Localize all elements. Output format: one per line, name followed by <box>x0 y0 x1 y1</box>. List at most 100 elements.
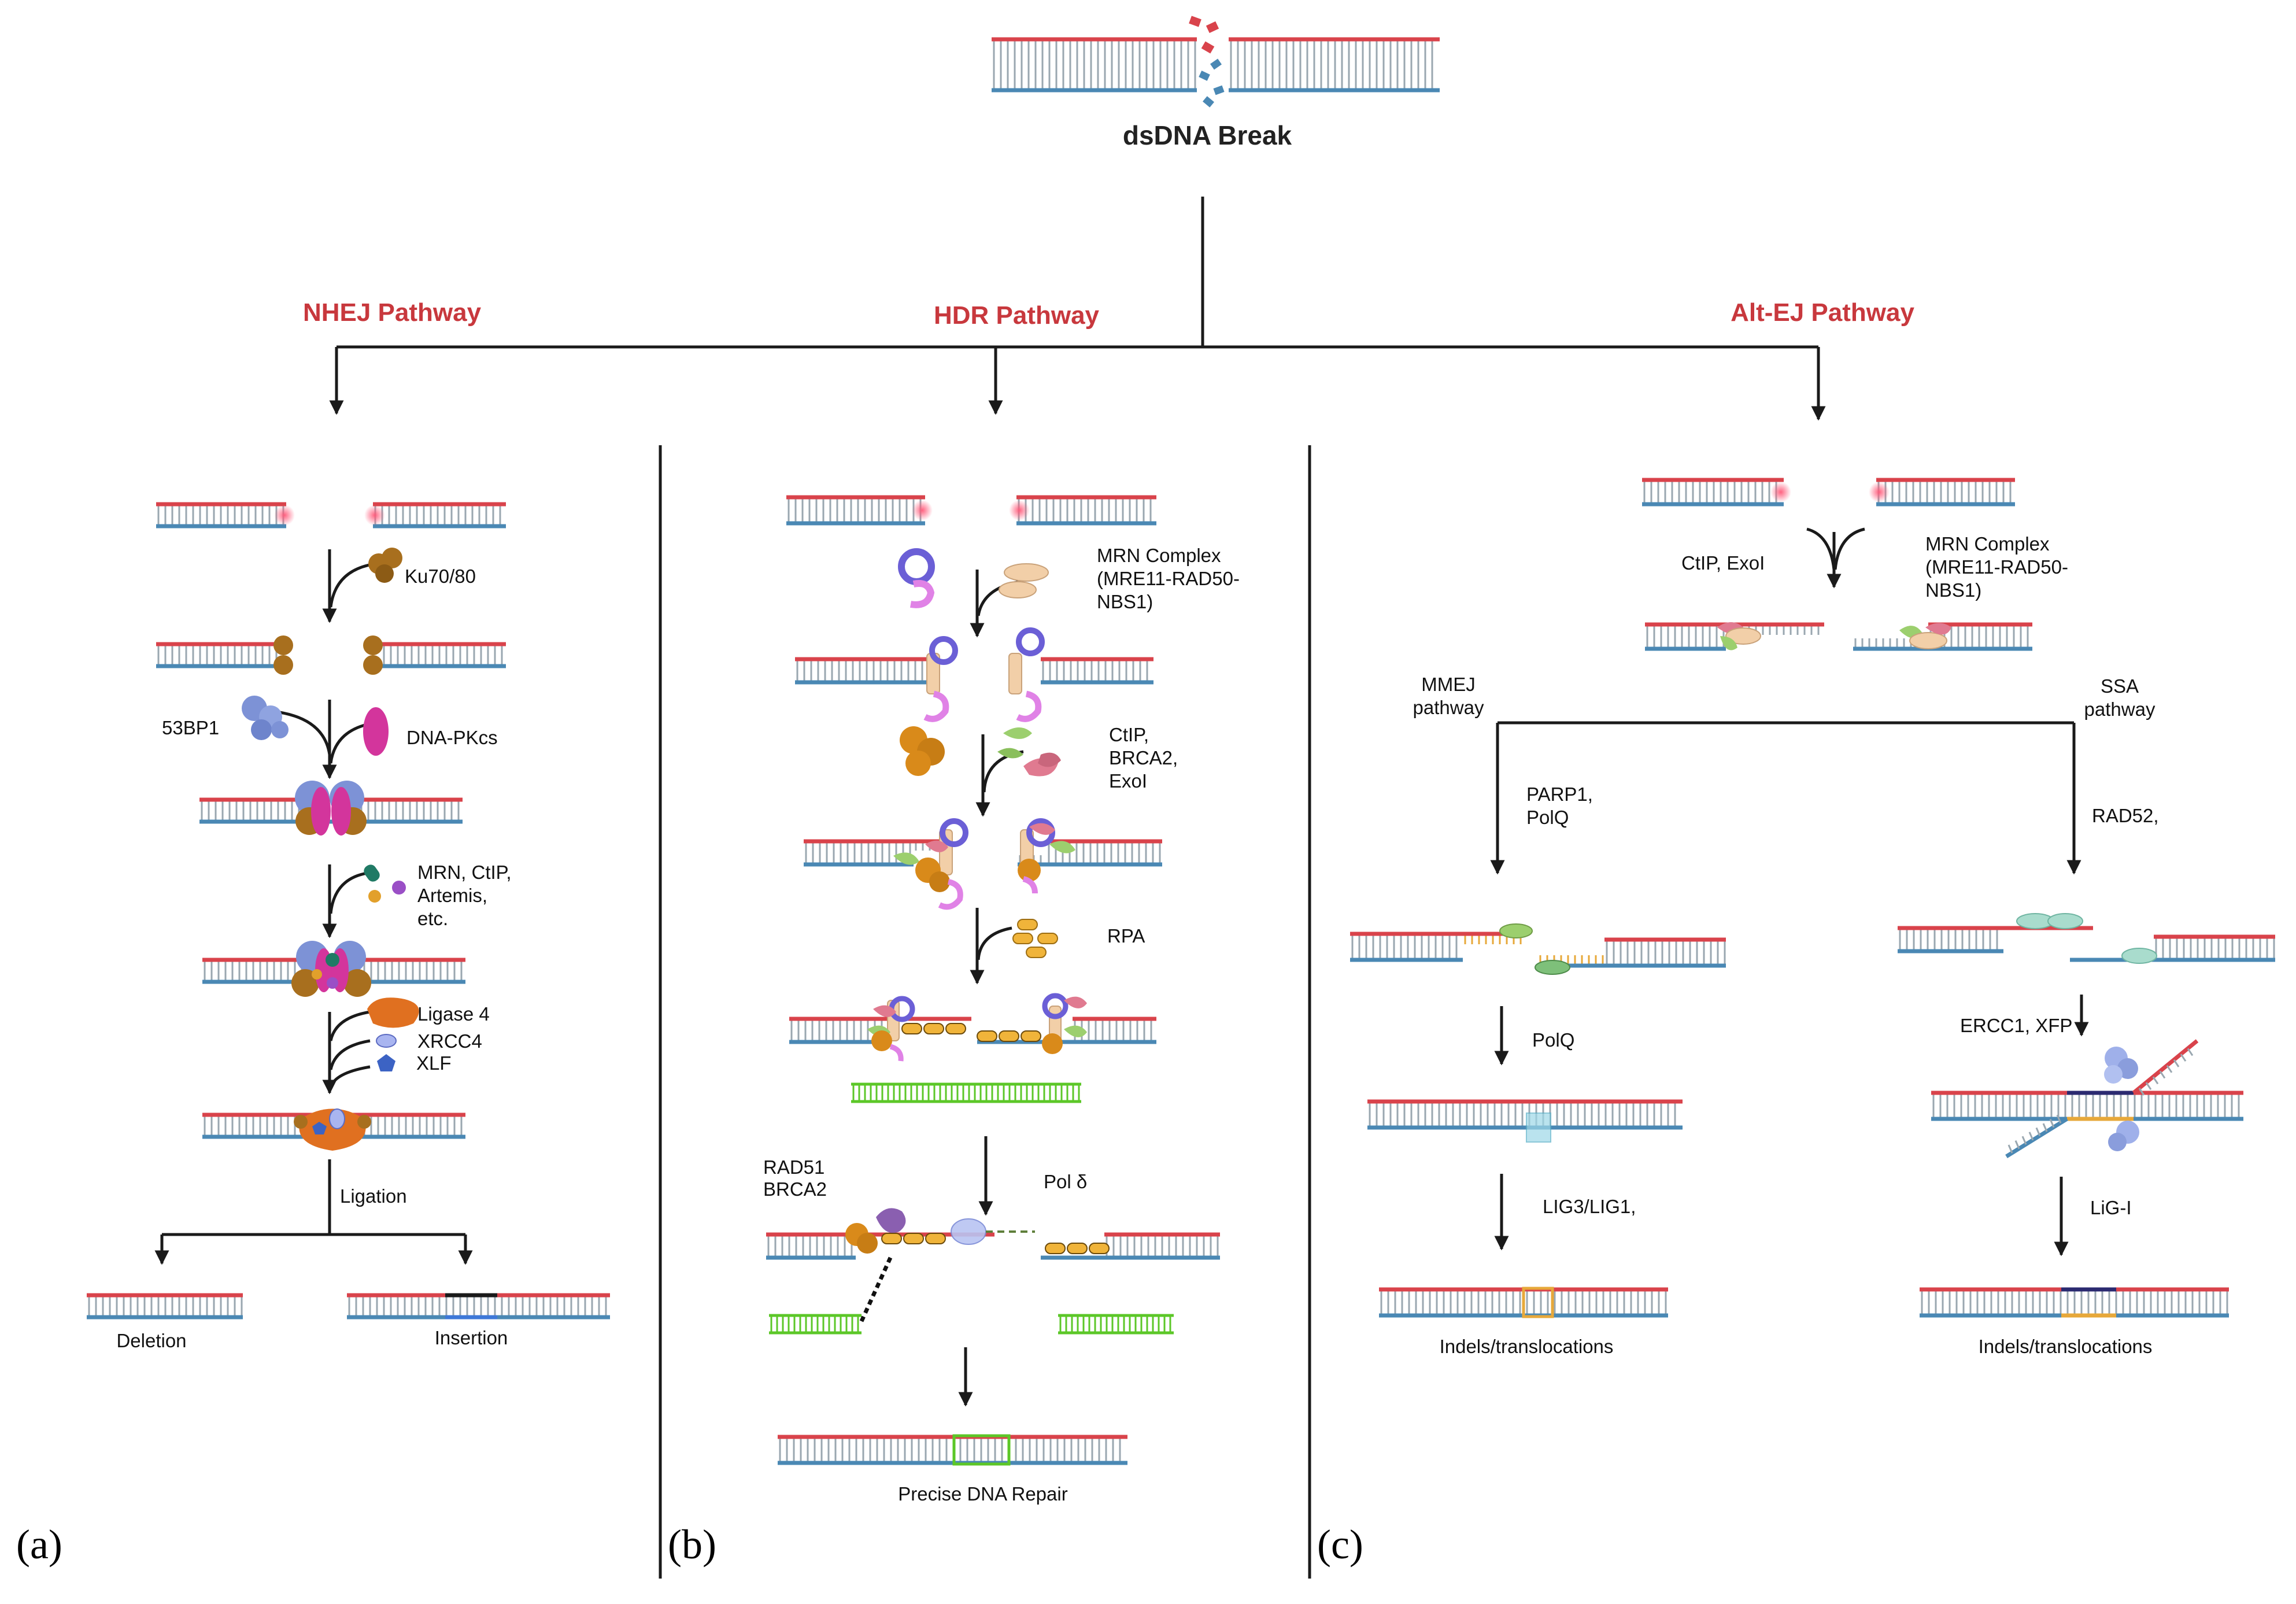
altej-end-proteins-icon <box>1717 622 1951 651</box>
altej-mrn-label-3: NBS1) <box>1925 579 1981 601</box>
altej-dna-1-right <box>1869 478 2015 507</box>
hdr-rad51-label-2: BRCA2 <box>763 1178 827 1200</box>
nhej-recruit-curve-4c <box>329 1065 371 1088</box>
top-dna-right <box>1229 37 1440 93</box>
nhej-ku-label: Ku70/80 <box>405 566 476 587</box>
hdr-mrn-label-1: MRN Complex <box>1097 545 1221 566</box>
mrn-bound-icon <box>923 627 1045 722</box>
altej-ctip-label: CtIP, ExoI <box>1681 552 1765 574</box>
hdr-ctip-label-1: CtIP, <box>1109 724 1149 745</box>
ctip-brca2-exoi-icon <box>900 726 1061 777</box>
nhej-dna-1-left <box>156 502 295 528</box>
mmej-step1-label-2: PolQ <box>1526 807 1569 828</box>
polq-synthesis-icon <box>1526 1113 1551 1143</box>
break-fragments-icon <box>1189 16 1225 108</box>
top-dna-left <box>992 37 1197 93</box>
resection-complex-icon <box>893 818 1075 910</box>
xrcc4-icon <box>376 1034 397 1048</box>
hdr-ctip-label-2: BRCA2, <box>1109 747 1178 768</box>
ssa-outcome-label: Indels/translocations <box>1979 1336 2153 1357</box>
nhej-deletion-dna <box>87 1293 243 1320</box>
hdr-title: HDR Pathway <box>934 301 1100 330</box>
nhej-recruit-curve-3 <box>329 871 368 914</box>
nhej-ligation-label: Ligation <box>340 1185 407 1207</box>
hdr-template-dna-2-right <box>1058 1314 1174 1335</box>
nhej-53bp1-label: 53BP1 <box>162 717 219 738</box>
top-title: dsDNA Break <box>1123 120 1292 150</box>
nhej-ligase4-label: Ligase 4 <box>417 1003 490 1025</box>
dna-pkcs-icon <box>363 707 389 756</box>
ligase4-icon <box>367 997 419 1028</box>
mmej-dna-1-right <box>1538 937 1726 968</box>
synaptic-complex-icon <box>295 781 367 836</box>
dna-duplex-layer <box>87 37 2275 1466</box>
nhej-mrn-label-2: Artemis, <box>417 885 487 906</box>
ssa-final-dna <box>1920 1287 2229 1318</box>
nhej-xrcc4-label: XRCC4 <box>417 1030 482 1052</box>
hdr-outcome-label: Precise DNA Repair <box>898 1483 1067 1505</box>
hdr-mrn-label-3: NBS1) <box>1097 591 1153 612</box>
nhej-recruit-curve-53bp1 <box>271 709 331 755</box>
hdr-final-dna <box>778 1434 1127 1466</box>
nhej-xlf-label: XLF <box>416 1052 452 1074</box>
altej-dna-1-left <box>1642 478 1791 507</box>
rpa-bound-complex-icon <box>867 993 1087 1062</box>
nhej-recruit-curve-4b <box>329 1039 371 1070</box>
ligation-complex-icon <box>294 1108 371 1151</box>
nhej-dnapkcs-label: DNA-PKcs <box>406 727 498 748</box>
mmej-step2-label: PolQ <box>1532 1029 1574 1051</box>
hdr-dna-3-right <box>1018 839 1162 867</box>
nhej-dna-2-left <box>156 642 278 668</box>
panel-label-b: (b) <box>668 1521 716 1568</box>
hdr-recruit-curve-2 <box>982 750 1024 793</box>
hdr-rpa-label: RPA <box>1107 925 1145 947</box>
altej-recruit-curve-l <box>1806 527 1836 570</box>
nhej-recruit-curve-4a <box>329 1010 371 1041</box>
hdr-dna-1-right <box>1009 495 1156 526</box>
ssa-step1-label: RAD52, <box>2092 805 2159 826</box>
ku-bound-icon <box>273 635 383 675</box>
altej-mrn-label-1: MRN Complex <box>1925 533 2050 555</box>
processing-complex-icon <box>291 941 371 997</box>
labels: dsDNA Break NHEJ Pathway HDR Pathway Alt… <box>16 120 2159 1568</box>
mrn-complex-icon <box>898 548 1049 608</box>
xlf-icon <box>377 1054 395 1071</box>
nhej-dna-1-right <box>364 502 506 528</box>
rad51-invasion-icon <box>845 1208 1110 1322</box>
rad52-bound-icon <box>2016 913 2157 964</box>
panel-label-c: (c) <box>1317 1521 1363 1568</box>
ssa-dna-1-right <box>2070 934 2275 962</box>
ssa-dna-1-left <box>1898 926 2093 953</box>
hdr-dna-4-left <box>789 1017 971 1044</box>
ku70-80-icon <box>368 548 402 583</box>
nhej-deletion-label: Deletion <box>116 1330 186 1351</box>
nhej-mrn-label-3: etc. <box>417 908 448 929</box>
hdr-dna-3-left <box>804 839 942 867</box>
mmej-step1-label-1: PARP1, <box>1526 783 1593 805</box>
parp1-polq-bound-icon <box>1499 923 1570 975</box>
altej-mrn-label-2: (MRE11-RAD50- <box>1925 556 2068 578</box>
altej-recruit-curve-r <box>1833 527 1865 570</box>
hdr-rad51-label-1: RAD51 <box>763 1156 825 1178</box>
hdr-recruit-curve-3 <box>977 926 1012 960</box>
mrn-ctip-artemis-icon <box>364 864 406 903</box>
mmej-label-1: MMEJ <box>1421 674 1476 695</box>
ssa-label-2: pathway <box>2084 698 2155 720</box>
mmej-step3-label: LIG3/LIG1, <box>1543 1196 1636 1217</box>
nhej-title: NHEJ Pathway <box>303 298 482 327</box>
altej-title: Alt-EJ Pathway <box>1731 298 1914 327</box>
nhej-dna-2-right <box>382 642 506 668</box>
rpa-icon <box>1012 919 1058 958</box>
ssa-label-1: SSA <box>2101 675 2139 697</box>
ssa-step2-label: ERCC1, XFP <box>1960 1015 2072 1036</box>
nhej-recruit-curve-1 <box>329 562 376 608</box>
protein-layer <box>242 16 2157 1322</box>
ssa-step3-label: LiG-I <box>2090 1197 2132 1218</box>
ercc1-xpf-icon <box>2104 1047 2139 1151</box>
hdr-dna-1-left <box>786 495 933 526</box>
hdr-ctip-label-3: ExoI <box>1109 770 1147 792</box>
hdr-dna-2-right <box>1041 657 1153 685</box>
mmej-outcome-label: Indels/translocations <box>1440 1336 1614 1357</box>
